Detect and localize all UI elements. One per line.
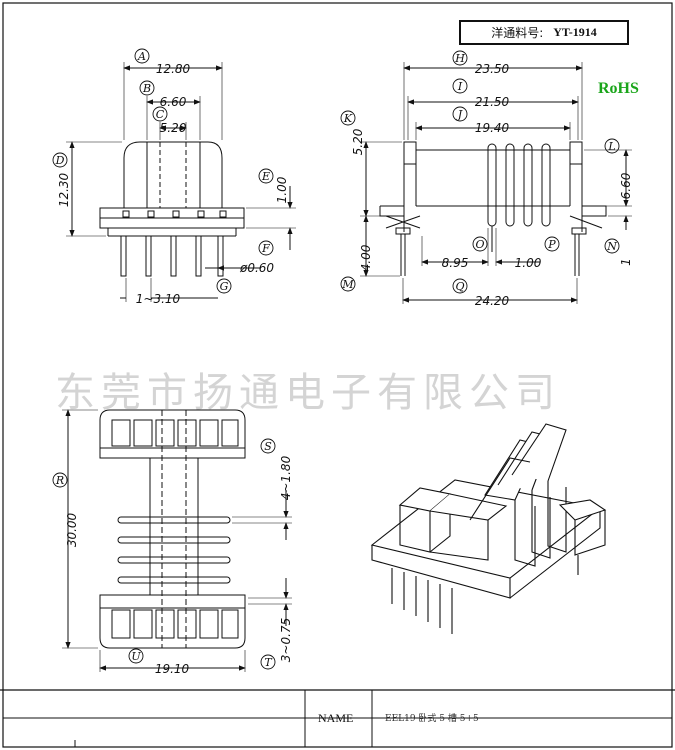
top-view-labels: R 30.00 S 4~1.80 T 3~0.75 U 19.10 — [52, 438, 293, 676]
dim-U: 19.10 — [155, 662, 190, 676]
front-view — [66, 62, 296, 302]
dim-O: 8.95 — [442, 256, 469, 270]
label-P: P — [547, 238, 556, 251]
label-R: R — [55, 474, 64, 487]
dim-G: 1~3.10 — [136, 292, 181, 306]
dim-D: 12.30 — [57, 172, 71, 207]
label-G: G — [220, 280, 229, 293]
dim-Q: 24.20 — [475, 294, 510, 308]
dim-M: 4.00 — [359, 244, 373, 271]
dim-P: 1.00 — [515, 256, 542, 270]
label-S: S — [264, 440, 272, 453]
dim-T: 3~0.75 — [279, 618, 293, 662]
dim-I: 21.50 — [475, 95, 510, 109]
label-A: A — [137, 50, 146, 63]
title-block-name-value: EEL19 卧式 5 槽 5+5 — [385, 714, 479, 724]
dim-A: 12.80 — [156, 62, 191, 76]
dim-K: 5.20 — [351, 128, 365, 155]
label-B: B — [142, 82, 151, 95]
dim-C: 5.20 — [160, 121, 187, 135]
rohs-badge: RoHS — [598, 80, 639, 97]
label-L: L — [607, 140, 615, 153]
dim-H: 23.50 — [475, 62, 510, 76]
front-view-labels: A 12.80 B 6.60 C 5.20 D 12.30 E 1.00 F ø… — [52, 48, 289, 306]
part-number-value: YT-1914 — [553, 25, 597, 39]
label-U: U — [131, 650, 141, 663]
part-number-box: 洋通料号: YT-1914 — [459, 20, 629, 45]
side-view — [360, 62, 632, 304]
label-H: H — [454, 52, 465, 65]
dim-B: 6.60 — [160, 95, 187, 109]
dim-N: 1 — [619, 258, 633, 266]
company-watermark: 东莞市扬通电子有限公司 — [55, 370, 561, 416]
label-F: F — [261, 242, 270, 255]
dim-F: ø0.60 — [239, 261, 274, 275]
title-block-name-label: NAME — [318, 711, 354, 725]
isometric-view — [370, 423, 607, 634]
dim-J: 19.40 — [475, 121, 510, 135]
label-D: D — [55, 154, 65, 167]
side-view-labels: H 23.50 I 21.50 J 19.40 K 5.20 L 6.60 M … — [340, 50, 633, 308]
label-C: C — [156, 108, 165, 121]
label-E: E — [261, 170, 270, 183]
dim-E: 1.00 — [275, 176, 289, 203]
label-Q: Q — [455, 280, 464, 293]
label-T: T — [264, 656, 273, 669]
label-M: M — [341, 278, 354, 291]
label-K: K — [343, 112, 353, 125]
label-N: N — [606, 240, 617, 253]
dim-S: 4~1.80 — [279, 455, 293, 500]
label-O: O — [475, 238, 484, 251]
label-J: J — [456, 108, 463, 121]
dim-R: 30.00 — [65, 512, 79, 547]
top-view — [62, 409, 292, 672]
dim-L: 6.60 — [619, 172, 633, 199]
label-I: I — [457, 80, 463, 93]
part-number-label: 洋通料号: — [491, 26, 544, 40]
